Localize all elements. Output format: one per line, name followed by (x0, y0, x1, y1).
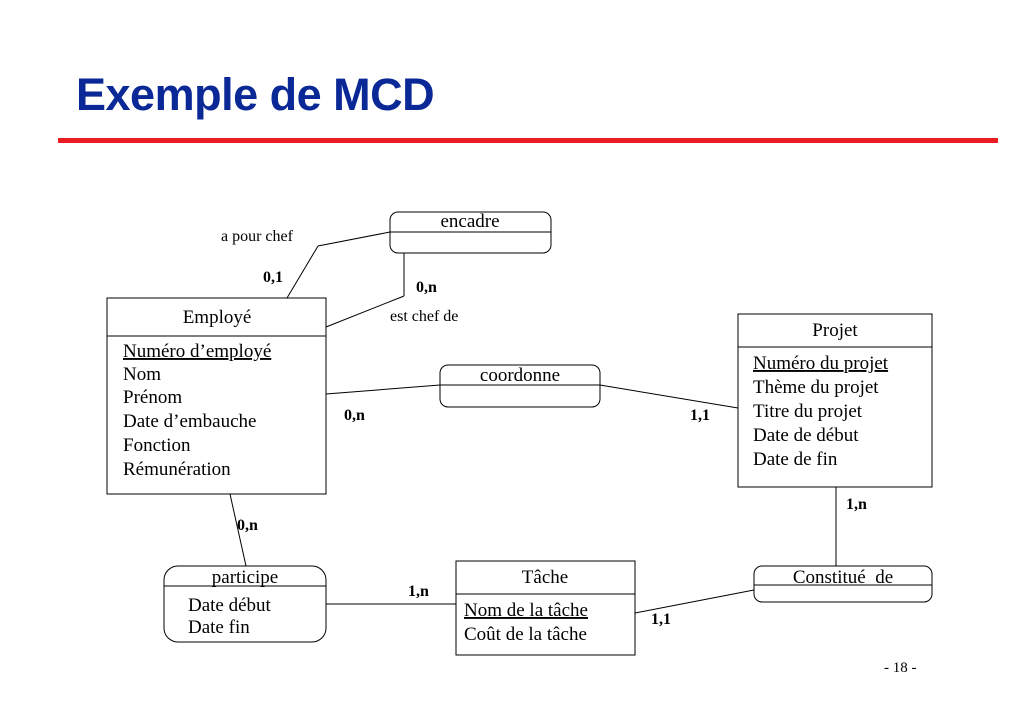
entity-tache-name: Tâche (522, 567, 568, 588)
association-constitue-de (753, 565, 933, 603)
cardinality-label: 0,n (237, 517, 258, 534)
title-underline (58, 138, 998, 143)
entity-projet-name: Projet (812, 320, 858, 341)
role-label-a-pour-chef: a pour chef (221, 228, 294, 245)
cardinality-label: 1,n (408, 583, 429, 600)
link-employe-encadre-chefde (325, 295, 405, 328)
cardinality-label: 0,n (344, 407, 365, 424)
association-participe-attr: Date fin (188, 617, 250, 638)
cardinality-label: 1,1 (690, 407, 710, 424)
link-coordonne-projet (599, 384, 739, 409)
slide-title: Exemple de MCD (76, 69, 435, 120)
entity-tache (455, 560, 636, 656)
cardinality-label: 1,1 (651, 611, 671, 628)
link-employe-coordonne (325, 384, 441, 395)
entity-employe-attr: Date d’embauche (123, 411, 256, 432)
entity-employe-attr: Rémunération (123, 459, 231, 480)
cardinality-label: 0,n (416, 279, 437, 296)
entity-projet-attr: Titre du projet (753, 401, 863, 422)
link-employe-encadre-chef (286, 245, 319, 299)
cardinality-label: 0,1 (263, 269, 283, 286)
association-participe-name: participe (212, 567, 278, 588)
cardinality-label: 1,n (846, 496, 867, 513)
entity-employe-attr: Prénom (123, 387, 182, 408)
entity-employe-attr: Nom (123, 364, 161, 385)
entity-projet-key: Numéro du projet (753, 353, 889, 374)
role-label-est-chef-de: est chef de (390, 308, 458, 325)
entity-employe (106, 297, 327, 495)
link-encadre-chef (317, 231, 391, 247)
association-coordonne-name: coordonne (480, 365, 560, 386)
association-participe (163, 565, 327, 643)
entity-employe-attr: Fonction (123, 435, 191, 456)
entity-employe-key: Numéro d’employé (123, 341, 271, 362)
association-constitue-de-name: Constitué_de (793, 567, 893, 588)
association-encadre (389, 211, 552, 254)
page-number: - 18 - (884, 660, 917, 676)
entity-employe-name: Employé (183, 307, 252, 328)
entity-projet-attr: Thème du projet (753, 377, 879, 398)
link-employe-participe (229, 493, 247, 567)
association-coordonne (439, 364, 601, 408)
entity-projet-attr: Date de fin (753, 449, 838, 470)
association-encadre-name: encadre (440, 211, 499, 232)
entity-projet-attr: Date de début (753, 425, 859, 446)
entity-tache-key: Nom de la tâche (464, 600, 588, 621)
entity-projet (737, 313, 933, 488)
entity-tache-attr: Coût de la tâche (464, 624, 587, 645)
link-tache-constitue (634, 589, 755, 614)
association-participe-attr: Date début (188, 595, 272, 616)
